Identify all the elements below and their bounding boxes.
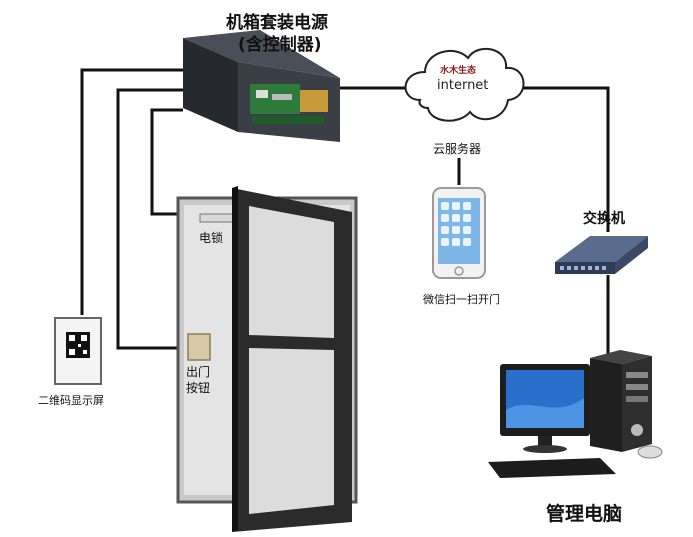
cloud — [404, 48, 525, 122]
cloud-logo: 水木生态 — [440, 66, 477, 76]
exit-button-label-line1: 出门 — [186, 365, 211, 379]
switch-label: 交换机 — [583, 211, 625, 227]
wire-controller-qr — [80, 68, 183, 315]
qr-display-screen — [54, 317, 102, 385]
cloud-server-label: 云服务器 — [433, 142, 482, 156]
exit-button-label-line2: 按钮 — [186, 381, 211, 395]
controller-box-label-line2: (含控制器) — [238, 35, 322, 55]
door-leaf — [232, 186, 352, 532]
exit-button-device — [187, 333, 211, 361]
network-switch — [555, 236, 648, 274]
qr-screen-label: 二维码显示屏 — [38, 394, 104, 407]
electric-lock-label: 电锁 — [199, 231, 224, 245]
wire-controller-exit — [116, 88, 186, 350]
phone-caption: 微信扫一扫开门 — [423, 293, 500, 306]
cloud-internet-text: internet — [437, 78, 489, 93]
controller-box — [183, 30, 340, 142]
wire-controller-lock — [150, 108, 200, 216]
controller-box-label-line1: 机箱套装电源 — [226, 13, 328, 33]
smartphone — [432, 187, 486, 279]
admin-pc-label: 管理电脑 — [546, 503, 623, 525]
admin-computer — [488, 350, 663, 478]
wire-cloud-switch — [513, 86, 610, 232]
wiring — [80, 68, 610, 355]
